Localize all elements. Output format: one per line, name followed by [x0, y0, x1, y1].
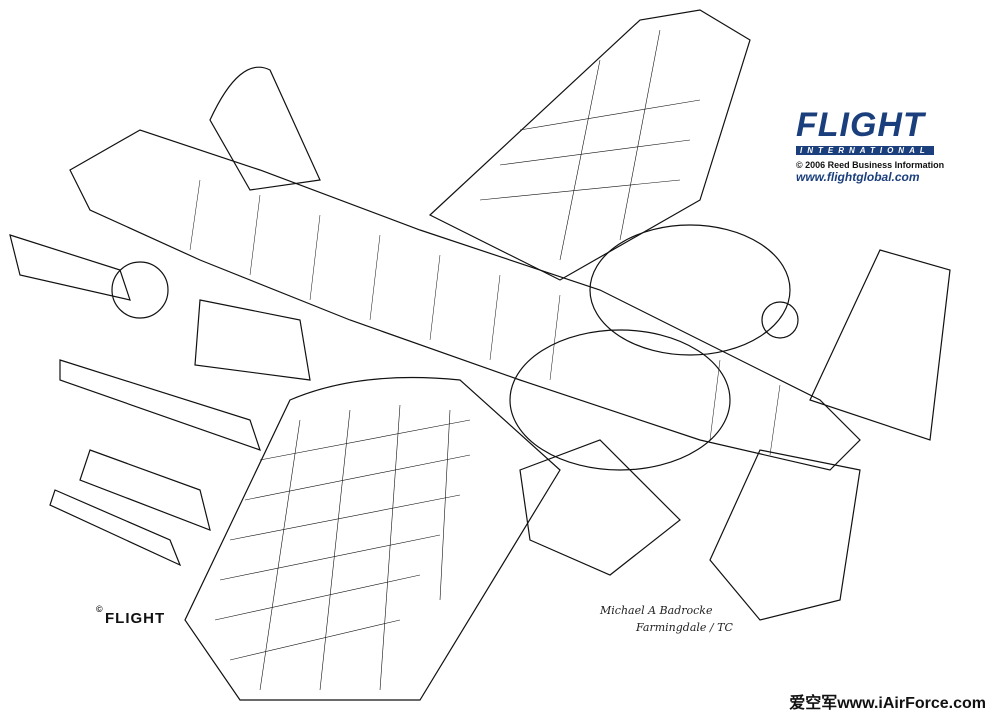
- detached-engine: [519, 439, 681, 576]
- engine-upper-intake: [761, 301, 799, 339]
- ammo-drum: [111, 261, 169, 319]
- engine-lower: [509, 329, 731, 471]
- copyright-notice: © 2006 Reed Business Information: [796, 160, 945, 170]
- missile-2: [49, 489, 182, 567]
- gatling-gun: [9, 234, 131, 301]
- tail-fin-right: [809, 249, 951, 441]
- international-subtitle: INTERNATIONAL: [796, 146, 934, 155]
- fuel-tank: [194, 299, 311, 381]
- site-watermark: 爱空军www.iAirForce.com: [783, 691, 992, 717]
- signature-line-1: Michael A Badrocke: [600, 604, 713, 617]
- missile-1: [79, 449, 211, 531]
- website-link[interactable]: www.flightglobal.com: [796, 170, 920, 184]
- tail-fin-left: [709, 449, 861, 621]
- flight-logo: FLIGHT: [796, 106, 925, 144]
- left-wing: [184, 376, 561, 701]
- flight-international-branding: FLIGHT INTERNATIONAL © 2006 Reed Busines…: [796, 106, 946, 184]
- bomb-1: [59, 359, 261, 451]
- wing-ribs: [214, 29, 701, 691]
- artist-signature: Michael A Badrocke Farmingdale / TC: [600, 604, 733, 634]
- small-logo-text: FLIGHT: [105, 610, 166, 627]
- fuselage: [69, 129, 861, 471]
- signature-line-2: Farmingdale / TC: [636, 621, 733, 634]
- small-flight-logo: © FLIGHT: [96, 604, 166, 627]
- right-wing: [428, 9, 751, 281]
- canopy: [209, 66, 321, 191]
- copyright-mark: ©: [96, 604, 104, 614]
- fuselage-frames: [189, 179, 781, 456]
- engine-upper: [589, 224, 791, 356]
